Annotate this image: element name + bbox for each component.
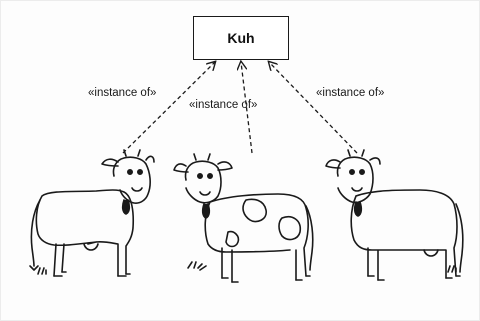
cow-right-illustration — [326, 150, 463, 280]
instance-of-label-middle: «instance of» — [189, 99, 257, 111]
instance-of-label-right: «instance of» — [316, 87, 384, 99]
class-name: Kuh — [227, 30, 254, 46]
cow-middle-spotted-illustration — [174, 154, 313, 282]
instance-of-label-left: «instance of» — [88, 87, 156, 99]
cow-left-illustration — [30, 150, 154, 276]
class-box-kuh: Kuh — [193, 16, 289, 60]
instance-arrow-right — [269, 62, 357, 153]
